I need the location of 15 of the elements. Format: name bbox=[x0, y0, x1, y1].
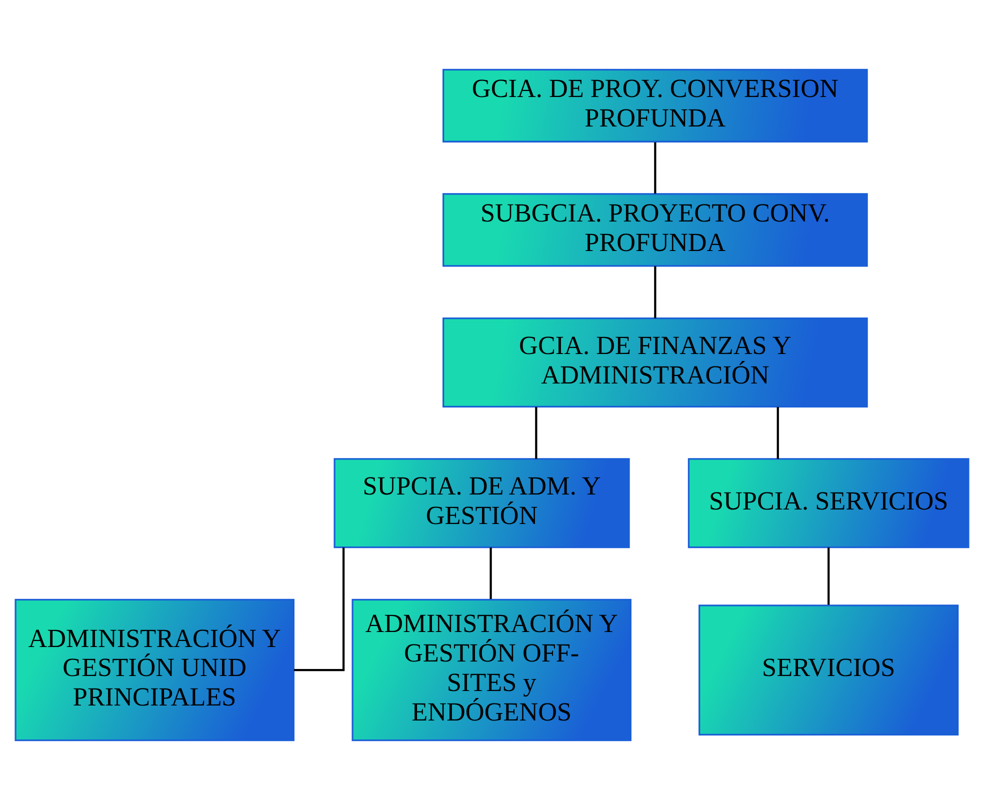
node-box: SUPCIA. DE ADM. Y GESTIÓN bbox=[333, 458, 630, 548]
node-box: SUPCIA. SERVICIOS bbox=[687, 458, 969, 548]
connector bbox=[776, 406, 778, 459]
node-box: SERVICIOS bbox=[698, 604, 958, 736]
connector bbox=[489, 547, 492, 600]
connector bbox=[654, 266, 656, 318]
node-box: GCIA. DE PROY. CONVERSION PROFUNDA bbox=[442, 68, 868, 142]
node-box: SUBGCIA. PROYECTO CONV. PROFUNDA bbox=[442, 193, 868, 267]
connector bbox=[293, 547, 344, 672]
connector bbox=[534, 406, 537, 459]
node-box: ADMINISTRACIÓN Y GESTIÓN OFF-SITES y ENDÓGENOS bbox=[351, 598, 631, 742]
connector bbox=[827, 547, 830, 605]
node-box: ADMINISTRACIÓN Y GESTIÓN UNID PRINCIPALES bbox=[14, 598, 294, 742]
node-box: GCIA. DE FINANZAS Y ADMINISTRACIÓN bbox=[442, 317, 868, 408]
connector bbox=[654, 142, 656, 194]
